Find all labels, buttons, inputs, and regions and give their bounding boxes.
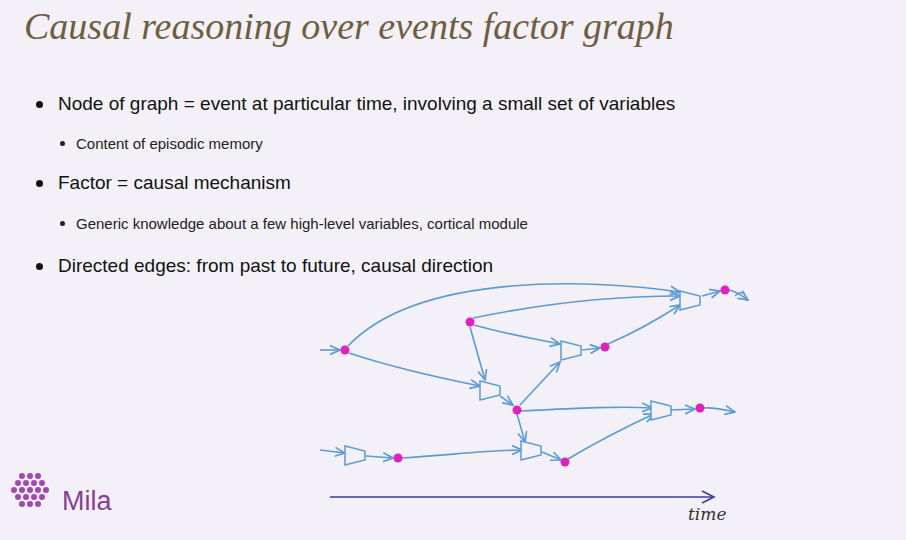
logo-dot — [19, 473, 25, 479]
mila-logo-mark — [11, 473, 49, 507]
factor-symbol — [480, 381, 500, 400]
logo-dot — [23, 480, 29, 486]
logo-text: Mila — [62, 486, 112, 517]
event-dot — [561, 458, 570, 467]
logo-dot — [15, 480, 21, 486]
factor-symbol — [345, 446, 365, 465]
logo-dot — [23, 494, 29, 500]
event-dot — [341, 346, 350, 355]
time-axis — [330, 496, 712, 498]
event-dot — [696, 404, 705, 413]
out-squiggles — [735, 292, 745, 296]
logo-dot — [15, 494, 21, 500]
logo-dot — [31, 480, 37, 486]
event-dot — [394, 454, 403, 463]
event-dot — [466, 318, 475, 327]
logo-dot — [19, 487, 25, 493]
factor-symbol — [651, 401, 671, 420]
causal-edges — [320, 284, 748, 460]
factor-symbol — [561, 341, 581, 360]
bullet-text: Directed edges: from past to future, cau… — [58, 255, 493, 277]
sub-bullet-text: Generic knowledge about a few high-level… — [76, 215, 528, 232]
logo-dot — [27, 487, 33, 493]
logo-dot — [27, 501, 33, 507]
logo-dot — [11, 487, 17, 493]
bullet-text: Node of graph = event at particular time… — [58, 93, 675, 115]
axis-label: time — [688, 504, 726, 524]
event-dot — [601, 343, 610, 352]
slide-title: Causal reasoning over events factor grap… — [24, 4, 674, 48]
event-dot — [513, 406, 522, 415]
logo-dot — [35, 487, 41, 493]
factor-symbols — [345, 291, 700, 465]
logo-dot — [35, 473, 41, 479]
logo-dot — [27, 473, 33, 479]
logo-dot — [31, 494, 37, 500]
sub-bullet-text: Content of episodic memory — [76, 135, 263, 152]
logo-dot — [39, 480, 45, 486]
event-dot — [721, 286, 730, 295]
logo-dot — [19, 501, 25, 507]
factor-symbol — [680, 291, 700, 310]
factor-symbol — [521, 441, 541, 460]
logo-dot — [43, 487, 49, 493]
bullet-text: Factor = causal mechanism — [58, 172, 291, 194]
time-axis-head — [702, 491, 714, 503]
logo-dot — [35, 501, 41, 507]
logo-dot — [39, 494, 45, 500]
event-dots — [341, 286, 730, 467]
